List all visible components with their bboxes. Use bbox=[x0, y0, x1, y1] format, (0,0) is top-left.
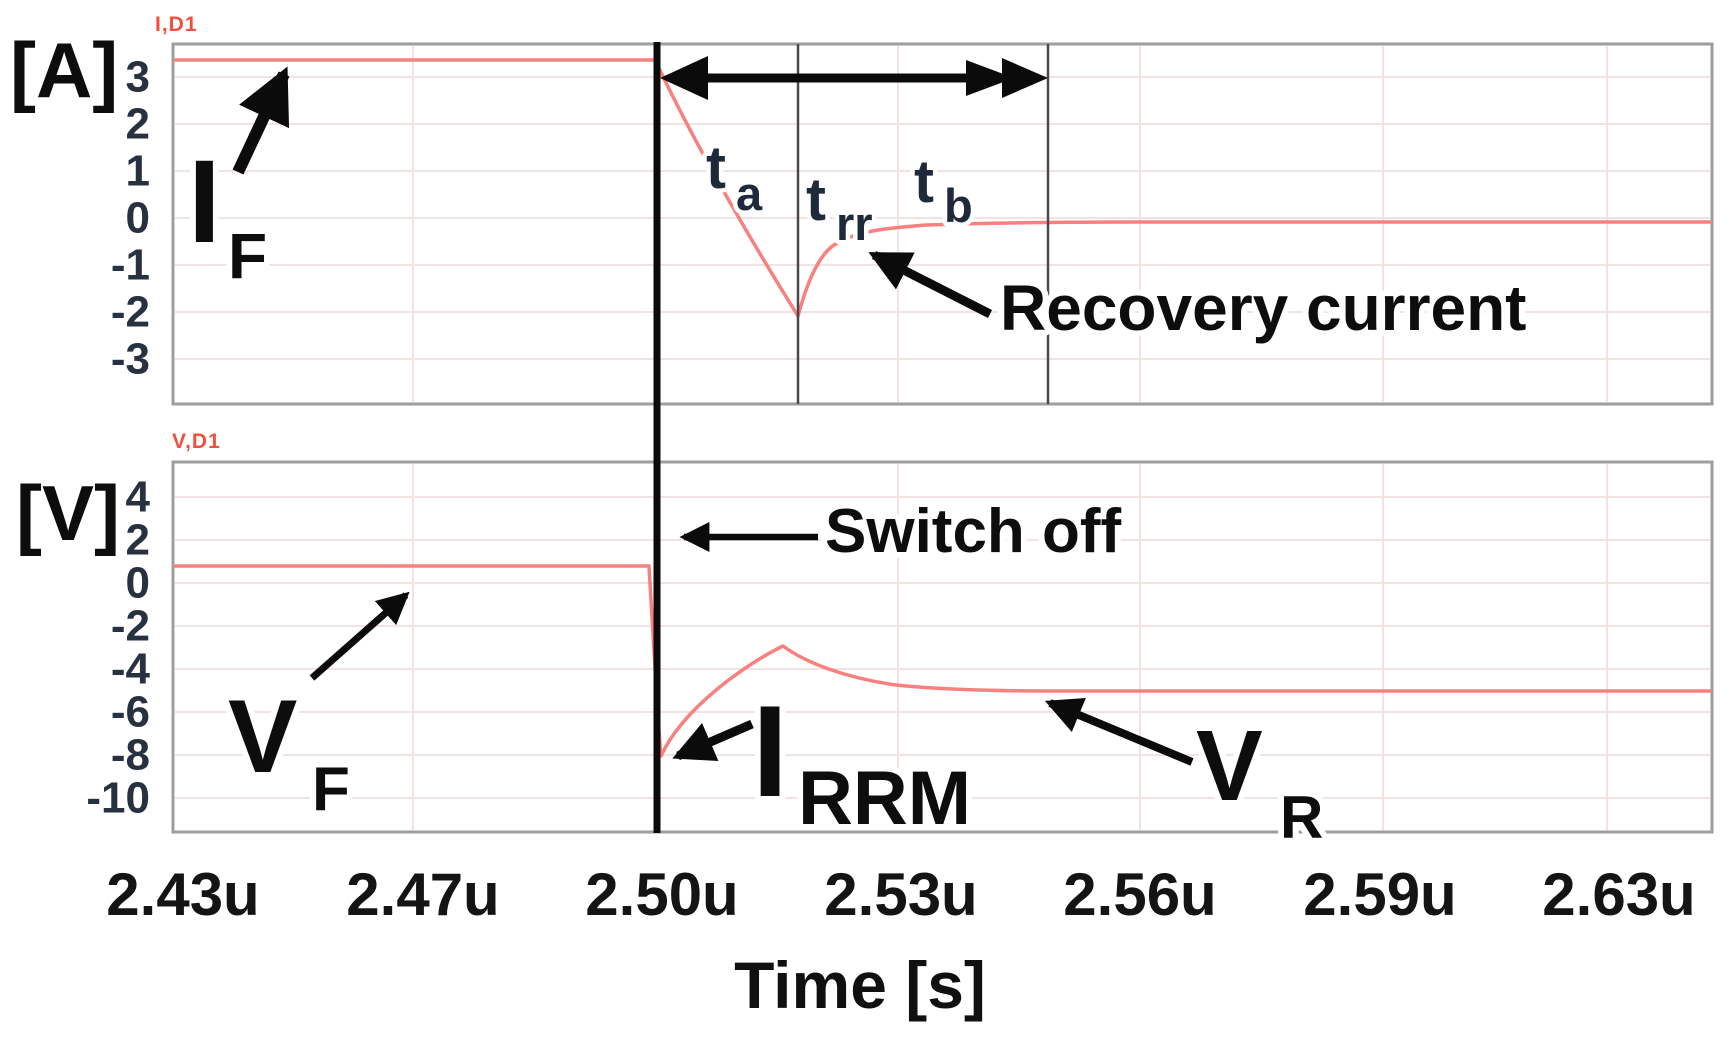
y-tick: -3 bbox=[111, 335, 150, 384]
current-trace-label: I,D1 bbox=[155, 13, 198, 36]
y-tick: -6 bbox=[111, 688, 150, 737]
vf-main: V bbox=[228, 679, 297, 795]
x-tick: 2.43u bbox=[106, 861, 259, 928]
y-tick: -2 bbox=[111, 602, 150, 651]
trr-annotation: t rr bbox=[802, 162, 878, 255]
unit-label-volts: [V] bbox=[16, 469, 120, 557]
irrm-annotation: I RRM bbox=[746, 672, 977, 847]
if-arrow bbox=[232, 66, 290, 175]
voltage-plot-area bbox=[171, 460, 1714, 834]
y-tick: 3 bbox=[126, 53, 150, 102]
ta-sub: a bbox=[736, 167, 763, 220]
tb-annotation: t b bbox=[910, 144, 978, 237]
x-axis-ticks: 2.43u 2.47u 2.50u 2.53u 2.56u 2.59u 2.63… bbox=[106, 861, 1695, 928]
x-tick: 2.50u bbox=[585, 861, 738, 928]
x-tick: 2.63u bbox=[1542, 861, 1695, 928]
trr-span-arrow bbox=[660, 56, 1048, 100]
recovery-current-label: Recovery current bbox=[1000, 272, 1526, 344]
y-tick: -2 bbox=[111, 288, 150, 337]
x-tick: 2.53u bbox=[824, 861, 977, 928]
ta-annotation: t a bbox=[702, 130, 768, 225]
y-tick: -4 bbox=[111, 645, 151, 694]
vf-arrow bbox=[309, 591, 410, 681]
vr-sub: R bbox=[1280, 784, 1323, 851]
irrm-arrow bbox=[672, 719, 754, 762]
if-main: I bbox=[188, 136, 221, 268]
trr-main: t bbox=[806, 166, 826, 233]
x-tick: 2.59u bbox=[1303, 861, 1456, 928]
gridlines-current-plot bbox=[175, 46, 1710, 402]
y-axis-current-ticks: 3 2 1 0 -1 -2 -3 bbox=[111, 53, 150, 384]
y-tick: 2 bbox=[126, 516, 150, 565]
unit-label-amps: [A] bbox=[10, 26, 118, 114]
irrm-main: I bbox=[752, 678, 788, 824]
recovery-current-arrow bbox=[868, 250, 993, 319]
vr-arrow bbox=[1044, 698, 1194, 766]
y-tick: 4 bbox=[126, 473, 151, 522]
ta-main: t bbox=[706, 134, 726, 201]
tb-sub: b bbox=[944, 179, 973, 232]
vf-annotation: V F bbox=[222, 673, 356, 830]
trr-sub: rr bbox=[836, 197, 873, 250]
y-tick: 1 bbox=[126, 147, 150, 196]
y-axis-voltage-ticks: 4 2 0 -2 -4 -6 -8 -10 bbox=[86, 473, 150, 823]
y-tick: 0 bbox=[126, 194, 150, 243]
voltage-trace-label: V,D1 bbox=[172, 430, 221, 453]
gridlines-voltage-plot bbox=[175, 464, 1710, 830]
vr-main: V bbox=[1196, 710, 1263, 822]
if-annotation: I F bbox=[182, 130, 273, 298]
y-tick: -10 bbox=[86, 774, 150, 823]
y-tick: 2 bbox=[126, 100, 150, 149]
vr-annotation: V R bbox=[1190, 704, 1329, 857]
if-sub: F bbox=[228, 220, 267, 292]
tb-main: t bbox=[914, 148, 934, 215]
y-tick: -1 bbox=[111, 241, 150, 290]
vf-sub: F bbox=[312, 755, 350, 824]
x-tick: 2.47u bbox=[346, 861, 499, 928]
irrm-sub: RRM bbox=[798, 756, 971, 841]
x-tick: 2.56u bbox=[1063, 861, 1216, 928]
x-axis-title: Time [s] bbox=[734, 948, 986, 1022]
y-tick: -8 bbox=[111, 731, 150, 780]
current-trace bbox=[173, 58, 1712, 318]
y-tick: 0 bbox=[126, 559, 150, 608]
switch-off-label: Switch off bbox=[825, 497, 1122, 566]
